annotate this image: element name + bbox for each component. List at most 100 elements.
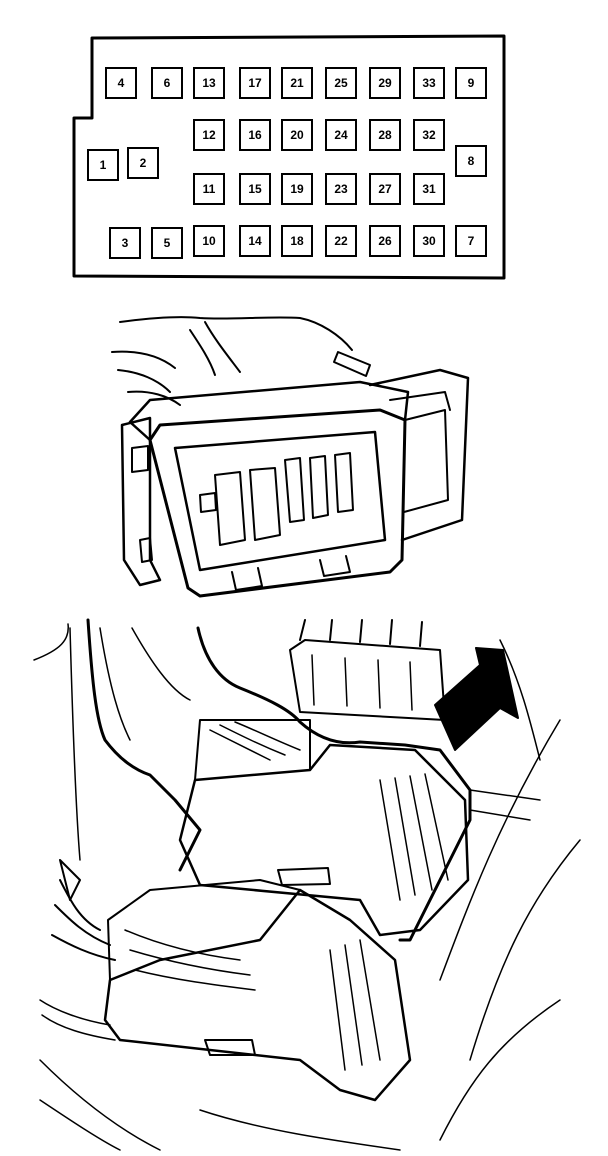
pin-box xyxy=(87,149,119,181)
pin-box xyxy=(105,67,137,99)
pin-label: 21 xyxy=(290,76,304,90)
pin-box xyxy=(239,225,271,257)
pin-14: 14 xyxy=(239,225,271,257)
pin-box xyxy=(151,227,183,259)
pin-box xyxy=(239,173,271,205)
pin-6: 6 xyxy=(151,67,183,99)
pin-label: 7 xyxy=(468,234,475,248)
pin-29: 29 xyxy=(369,67,401,99)
pin-12: 12 xyxy=(193,119,225,151)
pin-3: 3 xyxy=(109,227,141,259)
pin-label: 15 xyxy=(248,182,262,196)
pin-box xyxy=(281,173,313,205)
pin-box xyxy=(455,145,487,177)
pin-box xyxy=(127,147,159,179)
pin-33: 33 xyxy=(413,67,445,99)
pin-31: 31 xyxy=(413,173,445,205)
pin-box xyxy=(413,173,445,205)
pin-label: 14 xyxy=(248,234,262,248)
pin-21: 21 xyxy=(281,67,313,99)
connector-body-icon xyxy=(111,316,470,598)
pin-box xyxy=(455,225,487,257)
pin-box xyxy=(369,173,401,205)
pin-box xyxy=(325,225,357,257)
pin-22: 22 xyxy=(325,225,357,257)
pin-label: 26 xyxy=(378,234,392,248)
pin-label: 25 xyxy=(334,76,348,90)
pin-18: 18 xyxy=(281,225,313,257)
pin-26: 26 xyxy=(369,225,401,257)
pin-box xyxy=(369,225,401,257)
pin-label: 20 xyxy=(290,128,304,142)
pin-label: 13 xyxy=(202,76,216,90)
vehicle-location-illustration xyxy=(33,618,581,1151)
pin-label: 18 xyxy=(290,234,304,248)
pin-23: 23 xyxy=(325,173,357,205)
pin-label: 22 xyxy=(334,234,348,248)
pin-box xyxy=(193,119,225,151)
pin-box xyxy=(193,225,225,257)
pin-box xyxy=(193,173,225,205)
pin-box xyxy=(281,67,313,99)
pin-label: 29 xyxy=(378,76,392,90)
pin-label: 33 xyxy=(422,76,436,90)
pin-7: 7 xyxy=(455,225,487,257)
pin-label: 9 xyxy=(468,76,475,90)
pin-24: 24 xyxy=(325,119,357,151)
pin-28: 28 xyxy=(369,119,401,151)
pin-box xyxy=(239,119,271,151)
pin-label: 31 xyxy=(422,182,436,196)
pin-label: 27 xyxy=(378,182,392,196)
pin-box xyxy=(151,67,183,99)
pin-label: 23 xyxy=(334,182,348,196)
pin-label: 19 xyxy=(290,182,304,196)
pin-box xyxy=(281,119,313,151)
pin-30: 30 xyxy=(413,225,445,257)
pin-box xyxy=(413,67,445,99)
pin-box xyxy=(325,173,357,205)
pin-box xyxy=(281,225,313,257)
pin-label: 17 xyxy=(248,76,262,90)
connector-face-outline xyxy=(72,34,506,280)
pin-box xyxy=(369,119,401,151)
pin-label: 11 xyxy=(203,182,216,196)
pin-2: 2 xyxy=(127,147,159,179)
pin-label: 12 xyxy=(202,128,216,142)
pin-19: 19 xyxy=(281,173,313,205)
pin-16: 16 xyxy=(239,119,271,151)
pin-box xyxy=(455,67,487,99)
pin-4: 4 xyxy=(105,67,137,99)
pin-20: 20 xyxy=(281,119,313,151)
pin-13: 13 xyxy=(193,67,225,99)
pin-label: 2 xyxy=(140,156,147,170)
pin-25: 25 xyxy=(325,67,357,99)
location-arrow-icon xyxy=(434,647,519,751)
pin-box xyxy=(109,227,141,259)
pin-label: 10 xyxy=(202,234,216,248)
pin-box xyxy=(369,67,401,99)
pin-32: 32 xyxy=(413,119,445,151)
pin-label: 4 xyxy=(118,76,125,90)
pin-10: 10 xyxy=(193,225,225,257)
pin-27: 27 xyxy=(369,173,401,205)
pin-box xyxy=(239,67,271,99)
pin-17: 17 xyxy=(239,67,271,99)
pin-label: 16 xyxy=(248,128,262,142)
pin-box xyxy=(193,67,225,99)
pin-label: 5 xyxy=(164,236,171,250)
pin-1: 1 xyxy=(87,149,119,181)
pin-label: 32 xyxy=(422,128,436,142)
pin-label: 24 xyxy=(334,128,348,142)
pin-box xyxy=(325,119,357,151)
pin-11: 11 xyxy=(193,173,225,205)
pin-label: 3 xyxy=(122,236,129,250)
pin-box xyxy=(413,119,445,151)
pin-label: 30 xyxy=(422,234,436,248)
pin-5: 5 xyxy=(151,227,183,259)
pin-label: 28 xyxy=(378,128,392,142)
pin-label: 8 xyxy=(468,154,475,168)
pin-15: 15 xyxy=(239,173,271,205)
